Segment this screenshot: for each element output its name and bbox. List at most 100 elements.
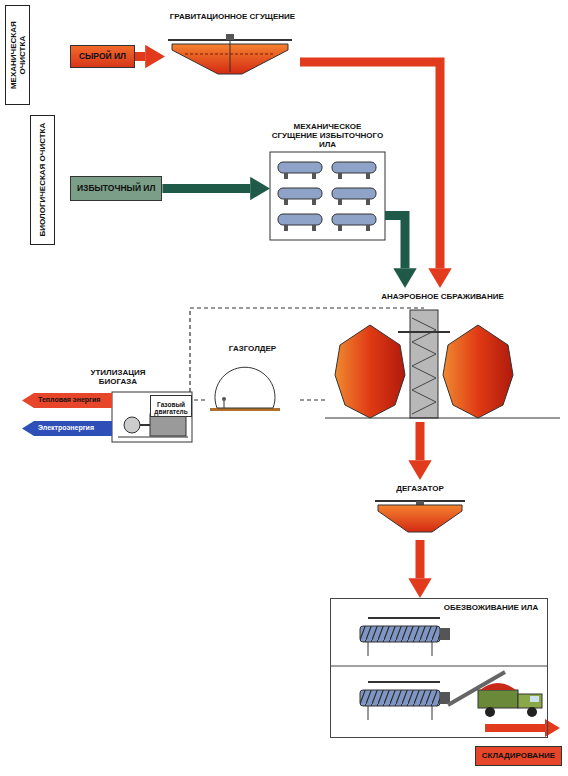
centrifuge	[278, 188, 322, 199]
centrifuge	[312, 199, 316, 205]
unit-heading: ГАЗГОЛДЕР	[205, 340, 300, 353]
screw-press	[368, 642, 369, 656]
gasholder	[215, 367, 275, 408]
process-unit: АНАЭРОБНОЕ СБРАЖИВАНИЕ	[325, 288, 560, 422]
screw-press	[432, 642, 433, 656]
centrifuge	[338, 225, 342, 231]
unit-heading: ДЕГАЗАТОР	[370, 480, 470, 493]
screw-press	[330, 618, 548, 720]
equipment-box: Газовый двигатель	[150, 395, 192, 417]
centrifuge	[278, 162, 322, 173]
screw-press	[360, 626, 440, 642]
process-unit: ДЕГАЗАТОР	[370, 480, 470, 540]
box-label: МЕХАНИЧЕСКАЯ ОЧИСТКА	[8, 9, 26, 101]
gas-engine-set	[118, 437, 188, 438]
centrifuge-hall	[270, 152, 385, 240]
screw-press	[330, 666, 548, 667]
process-unit: ГРАВИТАЦИОННОЕ СГУЩЕНИЕ	[165, 8, 300, 80]
box-label: СКЛАДИРОВАНИЕ	[482, 751, 555, 760]
unit-heading: ГРАВИТАЦИОННОЕ СГУЩЕНИЕ	[165, 8, 300, 21]
stage-box: МЕХАНИЧЕСКАЯ ОЧИСТКА	[5, 5, 30, 105]
centrifuge	[332, 162, 376, 173]
centrifuge	[338, 173, 342, 179]
gas-engine-set	[150, 414, 186, 436]
flow-arrow	[385, 216, 405, 269]
centrifuge	[338, 199, 342, 205]
flow-arrow	[300, 62, 440, 268]
conveyor-truck	[448, 672, 560, 737]
conveyor-truck	[485, 707, 495, 717]
unit-heading: АНАЭРОБНОЕ СБРАЖИВАНИЕ	[325, 288, 560, 301]
centrifuge	[332, 188, 376, 199]
screw-press	[440, 692, 450, 704]
degasser	[375, 501, 465, 532]
gasholder	[222, 397, 226, 401]
box-label: Электроэнергия	[38, 424, 94, 432]
unit-heading: МЕХАНИЧЕСКОЕ СГУЩЕНИЕ ИЗБЫТОЧНОГО ИЛА	[270, 118, 385, 150]
output-arrow: Тепловая энергия	[22, 393, 112, 408]
box-label: СЫРОЙ ИЛ	[79, 52, 126, 62]
box-label: Тепловая энергия	[38, 396, 100, 404]
screw-press	[360, 690, 440, 706]
centrifuge	[366, 199, 370, 205]
process-unit: ОБЕЗВОЖИВАНИЕ ИЛА	[330, 598, 548, 738]
unit-heading: УТИЛИЗАЦИЯ БИОГАЗА	[85, 366, 151, 386]
flow-arrow	[416, 540, 425, 578]
flow-box: СКЛАДИРОВАНИЕ	[475, 746, 562, 766]
box-label: БИОЛОГИЧЕСКАЯ ОЧИСТКА	[38, 119, 47, 241]
centrifuge-hall	[270, 152, 385, 240]
conveyor-truck	[530, 696, 539, 702]
unit-heading: ОБЕЗВОЖИВАНИЕ ИЛА	[441, 599, 541, 612]
conveyor-truck	[478, 690, 518, 708]
gravity-thickener	[230, 40, 231, 72]
conveyor-truck	[480, 683, 516, 690]
box-label: Газовый двигатель	[153, 397, 189, 415]
screw-press	[360, 690, 440, 706]
gas-engine-set	[140, 424, 150, 426]
screw-press	[368, 681, 440, 683]
process-unit: МЕХАНИЧЕСКОЕ СГУЩЕНИЕ ИЗБЫТОЧНОГО ИЛА	[270, 118, 385, 240]
stage-box: БИОЛОГИЧЕСКАЯ ОЧИСТКА	[30, 115, 55, 245]
connector-group	[135, 57, 440, 579]
flow-box: СЫРОЙ ИЛ	[70, 45, 135, 68]
box-label: ИЗБЫТОЧНЫЙ ИЛ	[77, 184, 155, 194]
centrifuge	[312, 225, 316, 231]
flow-arrow	[135, 52, 145, 61]
digester-tank	[325, 310, 560, 418]
conveyor-truck	[527, 707, 537, 717]
centrifuge	[366, 225, 370, 231]
gas-line	[300, 399, 325, 400]
conveyor-truck	[485, 724, 545, 732]
centrifuge	[284, 173, 288, 179]
screw-press	[432, 706, 433, 720]
flow-box: ИЗБЫТОЧНЫЙ ИЛ	[70, 176, 162, 201]
screw-press	[368, 617, 440, 619]
gasholder	[210, 367, 280, 411]
gas-line	[192, 399, 205, 400]
screw-press	[360, 626, 440, 642]
centrifuge	[366, 173, 370, 179]
digester-tank	[325, 418, 560, 419]
gravity-thickener	[226, 34, 234, 40]
digester-tank	[335, 325, 405, 418]
gas-engine-set	[112, 392, 192, 442]
centrifuge	[312, 173, 316, 179]
output-arrow: Электроэнергия	[22, 421, 112, 436]
screw-press	[440, 628, 450, 640]
flow-arrow	[162, 184, 250, 193]
centrifuge	[332, 214, 376, 225]
gas-engine-set	[124, 417, 140, 433]
degasser	[416, 501, 424, 505]
degasser	[378, 505, 462, 532]
centrifuge	[284, 199, 288, 205]
digester-tank	[443, 325, 513, 418]
flow-arrow	[416, 422, 425, 460]
gasholder	[224, 400, 225, 408]
centrifuge	[284, 225, 288, 231]
conveyor-truck	[518, 694, 542, 708]
process-unit: ГАЗГОЛДЕР	[205, 340, 300, 415]
screw-press	[368, 706, 369, 720]
